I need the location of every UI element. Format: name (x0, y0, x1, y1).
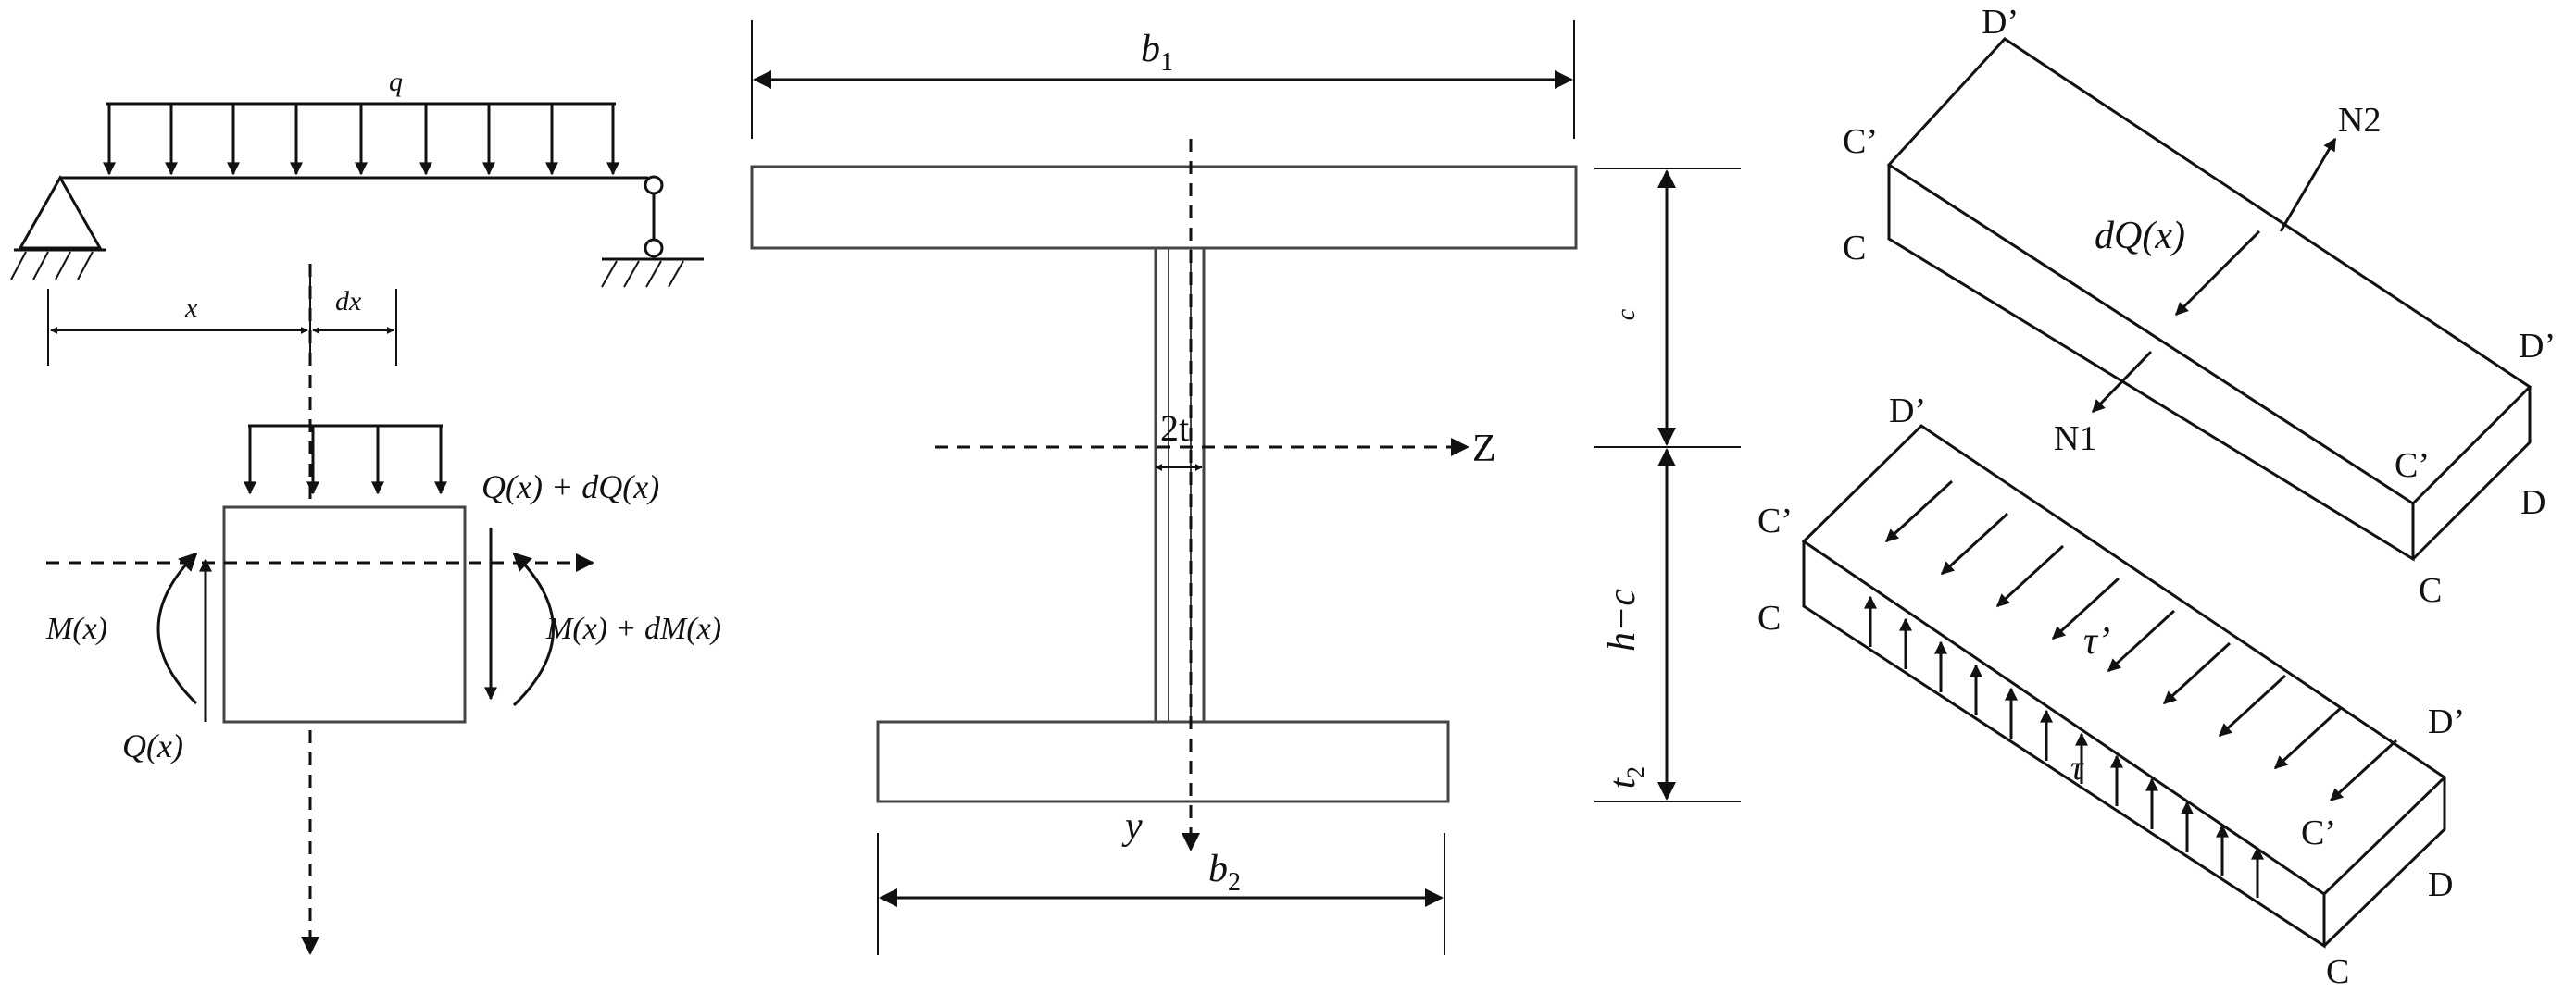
top-corner-c-inner: C’ (2395, 446, 2430, 485)
bottom-corner-d-right: D’ (2428, 702, 2465, 741)
top-width-label: b1 (1141, 28, 1173, 77)
dimension-x: x dx (47, 268, 397, 366)
top-corner-c-bottom: C (2419, 571, 2442, 610)
top-corner-d-top: D’ (1982, 3, 2019, 42)
normal-n1-label: N1 (2054, 419, 2096, 458)
top-corner-d-bottom: D (2520, 483, 2545, 522)
top-block: D’ C’ C D’ C’ D C dQ(x) N2 N1 (1843, 3, 2556, 610)
bottom-block: D’ C’ C D’ C’ D C τ’ τ (1757, 391, 2465, 991)
web (1154, 246, 1206, 724)
normal-n2-label: N2 (2338, 101, 2381, 140)
bottom-corner-d-bottom: D (2428, 865, 2453, 904)
top-corner-c-top-left: C’ (1843, 122, 1878, 161)
force-label: dQ(x) (2095, 215, 2185, 257)
bottom-corner-c-left: C (1757, 599, 1781, 638)
tau-prime-label: τ’ (2083, 620, 2110, 663)
moment-right-label: M(x) + dM(x) (545, 612, 721, 646)
beam-element: Q(x) + dQ(x) M(x) M(x) + dM(x) Q(x) (45, 424, 721, 764)
y-axis-label: y (1121, 805, 1143, 848)
bottom-corner-c-inner: C’ (2301, 814, 2336, 852)
pin-support (10, 174, 106, 280)
dim-c-label: c (1612, 308, 1641, 320)
section-diagram: b1 y Z 2t b2 c h−c t2 (750, 20, 1741, 955)
z-axis-label: Z (1472, 428, 1496, 470)
dim-x-label: x (184, 292, 198, 323)
bottom-flange (876, 720, 1450, 803)
distributed-load: q (103, 67, 619, 176)
top-corner-c-left: C (1843, 229, 1866, 267)
beam-diagram: q x (10, 67, 721, 955)
bottom-corner-c-top-left: C’ (1757, 502, 1793, 540)
top-corner-d-right: D’ (2519, 327, 2556, 366)
tau-label: τ (2070, 749, 2084, 788)
bottom-corner-d-top: D’ (1889, 391, 1926, 430)
dim-t-label: t2 (1601, 766, 1649, 789)
load-label: q (389, 67, 403, 97)
top-flange (750, 165, 1578, 250)
bottom-corner-c-bottom: C (2326, 952, 2349, 991)
shear-left-label: Q(x) (122, 727, 183, 764)
dim-hc-label: h−c (1601, 589, 1644, 652)
moment-left-label: M(x) (45, 612, 107, 646)
bottom-width-label: b2 (1208, 848, 1241, 897)
roller-support (601, 175, 704, 288)
dim-dx-label: dx (335, 286, 362, 317)
shear-right-label: Q(x) + dQ(x) (481, 468, 659, 505)
web-thickness-label: 2t (1160, 407, 1189, 449)
